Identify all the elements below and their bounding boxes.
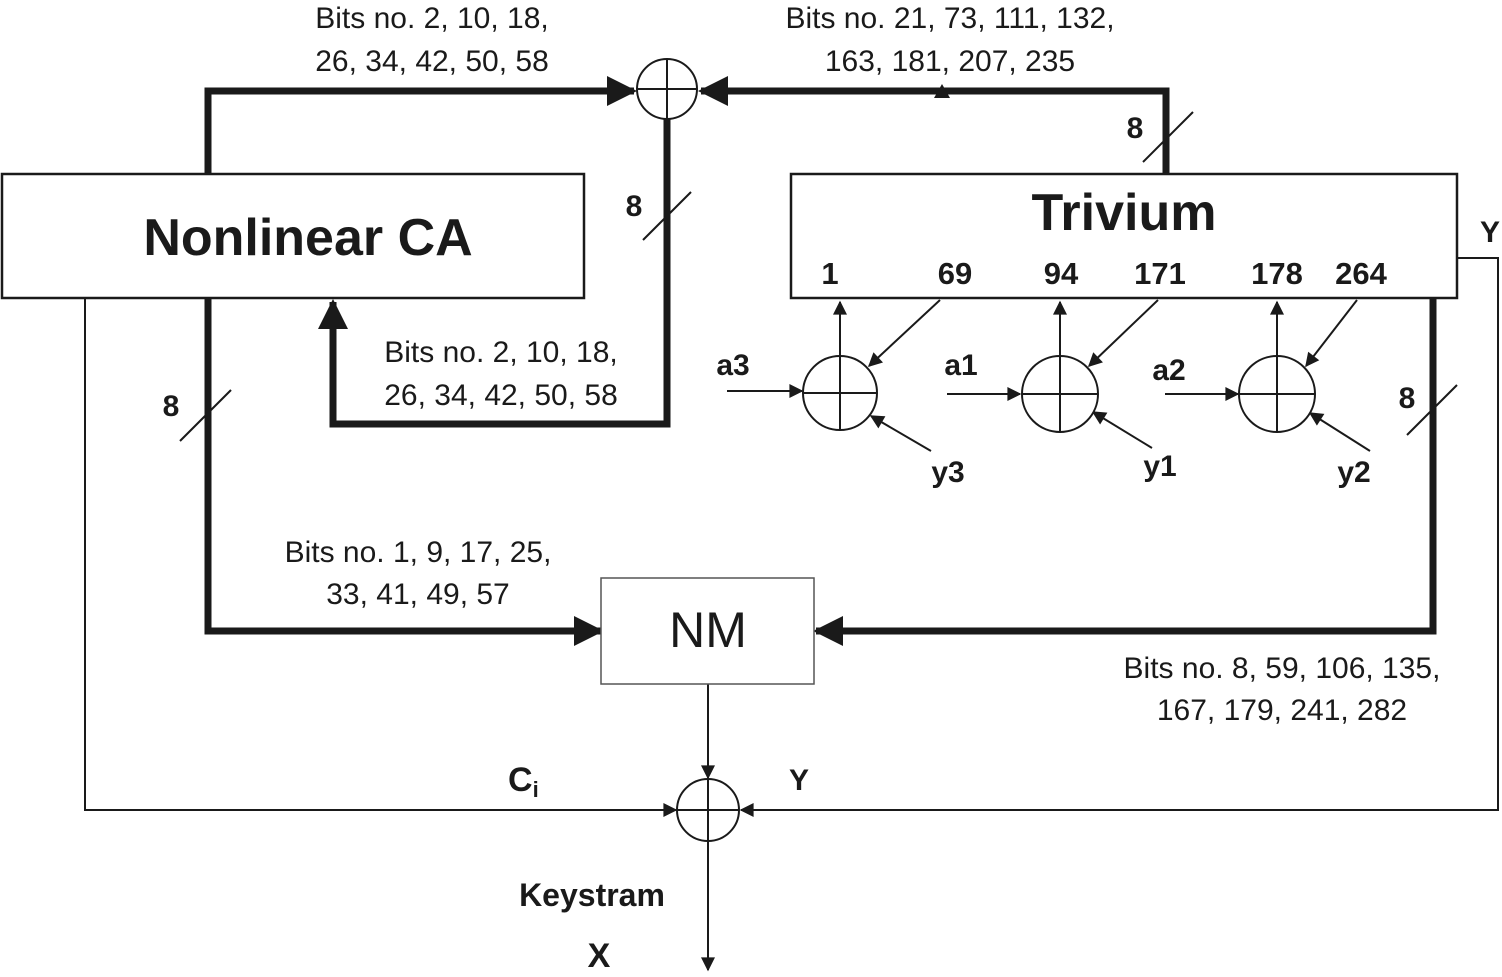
bus-width-top-xor: 8 [626,190,643,223]
bus-ca-to-top-xor [204,76,637,173]
line-y [739,257,1499,817]
keystream-label: Keystram [519,877,665,913]
signal-ci: Ci [508,761,539,802]
bus-width-trivium-top: 8 [1127,112,1144,145]
nm-block [600,577,815,685]
nm-label: NM [669,602,747,658]
bus-width-ca-bottom: 8 [163,390,180,423]
ca-nm-bits-line2: 33, 41, 49, 57 [326,578,510,611]
trivium-nm-bits-line1: Bits no. 8, 59, 106, 135, [1124,652,1441,685]
trivium-label: Trivium [1032,184,1217,242]
keystream-xor-symbol [676,778,740,842]
tap-xor-a2-symbol [1238,355,1316,433]
line-y2-to-xor2 [1308,412,1371,452]
trivium-tap-171: 171 [1134,256,1186,291]
bus-width-trivium-right: 8 [1399,382,1416,415]
feedback-bits-line1: Bits no. 2, 10, 18, [384,336,617,369]
ca-top-bits-line1: Bits no. 2, 10, 18, [315,2,548,35]
trivium-tap-264: 264 [1335,256,1387,291]
trivium-tap-94: 94 [1044,256,1079,291]
line-tap264-to-xor2 [1305,299,1358,368]
line-tap171-to-xor1 [1087,299,1159,367]
tap-xor-a3-symbol [802,355,878,431]
trivium-tap-178: 178 [1251,256,1303,291]
trivium-top-bits-line1: Bits no. 21, 73, 111, 132, [785,2,1114,35]
signal-y1: y1 [1143,450,1176,483]
output-x-label: X [588,937,611,975]
line-ci [84,298,678,817]
signal-a1: a1 [944,349,977,382]
bus-feedback-to-ca [318,119,671,428]
signal-a2: a2 [1152,354,1185,387]
signal-y-out: Y [1480,216,1500,249]
nonlinear-ca-block [0,172,586,300]
ca-nm-bits-line1: Bits no. 1, 9, 17, 25, [285,536,552,569]
trivium-tap-1: 1 [821,256,838,291]
signal-y-in: Y [789,764,809,797]
signal-y2: y2 [1337,456,1370,489]
trivium-top-bits-line2: 163, 181, 207, 235 [825,45,1075,78]
top-xor-symbol [636,58,698,120]
bus-ca-to-nm [204,298,604,646]
feedback-bits-line2: 26, 34, 42, 50, 58 [384,379,618,412]
tap-xor-a1-symbol [1021,355,1099,433]
signal-a3: a3 [716,349,749,382]
bus-tap-marker [934,84,950,98]
slash-ca-bottom [179,389,232,442]
trivium-tap-69: 69 [938,256,972,291]
line-y1-to-xor1 [1091,411,1153,449]
line-y3-to-xor3 [869,415,932,452]
ca-top-bits-line2: 26, 34, 42, 50, 58 [315,45,549,78]
slash-trivium-right [1406,384,1458,436]
trivium-nm-bits-line2: 167, 179, 241, 282 [1157,694,1407,727]
line-tap69-to-xor3 [867,299,941,367]
trivium-block [789,172,1459,300]
bus-trivium-to-top-xor [698,76,1170,173]
slash-top-xor [642,191,692,241]
slash-trivium-top [1142,111,1194,163]
signal-y3: y3 [931,456,964,489]
nonlinear-ca-label: Nonlinear CA [143,209,472,267]
